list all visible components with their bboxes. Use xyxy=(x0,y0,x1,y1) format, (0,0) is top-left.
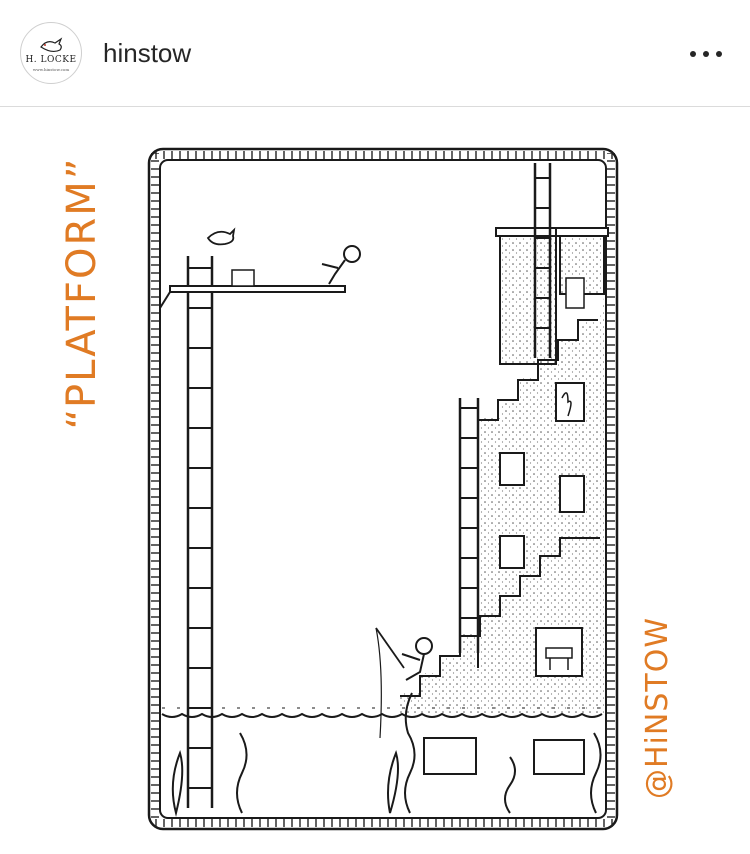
post-header: H. LOCKE www.hinstow.com hinstow xyxy=(0,0,750,107)
frame xyxy=(147,147,619,831)
diving-platform xyxy=(159,227,361,309)
water-line xyxy=(161,712,603,718)
post-image[interactable]: “PLATFORM” @HiNSTOW xyxy=(0,108,750,854)
more-dot-icon xyxy=(716,51,722,57)
avatar-site: www.hinstow.com xyxy=(32,67,70,72)
top-ladder xyxy=(533,163,552,358)
more-options-button[interactable] xyxy=(686,38,726,68)
seaweed xyxy=(171,692,602,814)
fisherman xyxy=(375,627,433,739)
tall-ladder xyxy=(186,256,214,808)
more-dot-icon xyxy=(703,51,709,57)
avatar-name: H. LOCKE xyxy=(25,55,77,65)
more-dot-icon xyxy=(690,51,696,57)
avatar[interactable]: H. LOCKE www.hinstow.com xyxy=(20,22,82,84)
building xyxy=(400,227,609,775)
username-link[interactable]: hinstow xyxy=(103,38,192,68)
platform-illustration xyxy=(147,147,619,831)
avatar-bird-icon xyxy=(40,37,63,53)
middle-ladder xyxy=(458,398,480,653)
